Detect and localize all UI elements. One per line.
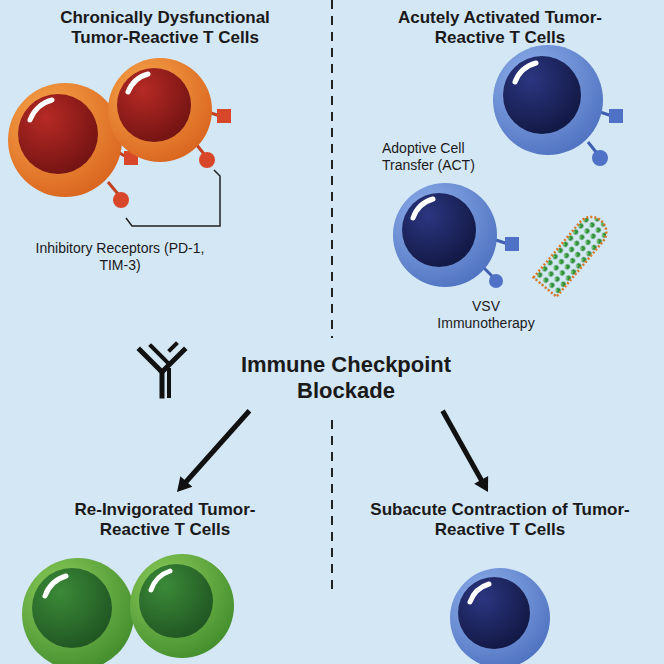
arrow-line — [443, 411, 484, 483]
node-text: Subacute Contraction of Tumor-Reactive T… — [370, 500, 630, 541]
divider — [331, 0, 333, 338]
dysfunctional-t-cells — [8, 58, 231, 226]
treatment-heading: Immune Checkpoint Blockade — [231, 352, 461, 405]
arrowhead — [474, 476, 488, 492]
annotation: VSV Immunotherapy — [431, 298, 541, 332]
arrowhead — [177, 476, 192, 492]
outcome-heading: Subacute Contraction of Tumor-Reactive T… — [370, 500, 630, 541]
vsv-virus — [534, 211, 613, 297]
panel-heading: Chronically Dysfunctional Tumor-Reactive… — [35, 8, 295, 49]
reinvigorated-t-cells — [22, 554, 234, 664]
arrow-line — [184, 411, 250, 485]
divider — [331, 420, 333, 592]
flow-arrow — [177, 411, 249, 492]
node-text: Immune Checkpoint Blockade — [231, 352, 461, 405]
annotation: Inhibitory Receptors (PD-1, TIM-3) — [35, 240, 205, 274]
outcome-heading: Re-Invigorated Tumor-Reactive T Cells — [45, 500, 285, 541]
contracted-t-cell — [450, 568, 550, 664]
annotation: Adoptive Cell Transfer (ACT) — [382, 140, 494, 174]
flow-arrow — [443, 411, 489, 492]
panel-heading: Acutely Activated Tumor-Reactive T Cells — [370, 8, 630, 49]
antibody-icon — [140, 344, 184, 396]
node-text: Re-Invigorated Tumor-Reactive T Cells — [45, 500, 285, 541]
